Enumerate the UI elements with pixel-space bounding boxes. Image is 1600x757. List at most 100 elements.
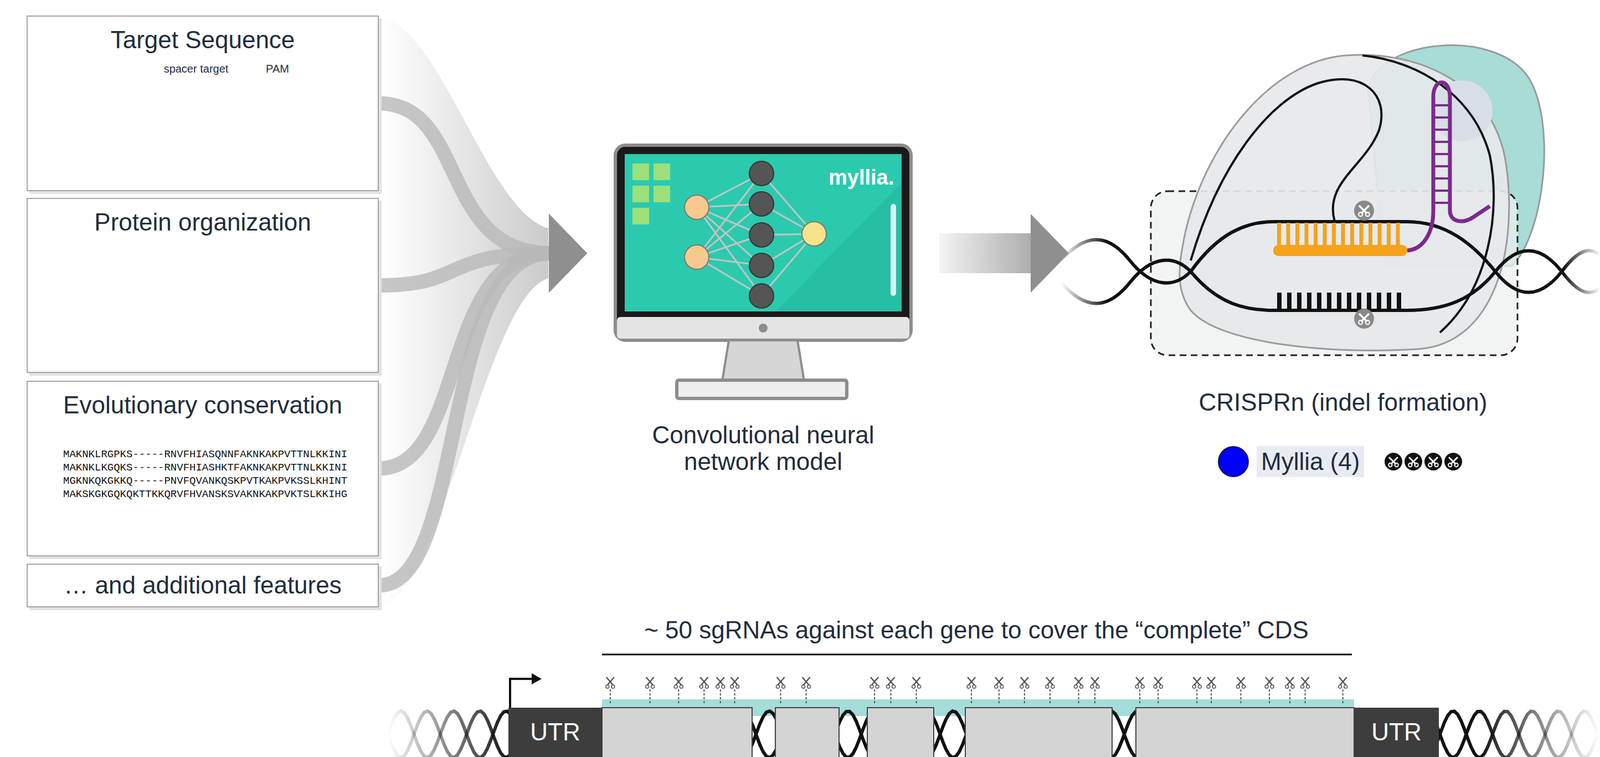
sgrna-mark bbox=[776, 676, 786, 704]
scissors-handle bbox=[1020, 684, 1024, 688]
strand-teeth bbox=[1277, 292, 1402, 312]
guide-base bbox=[1295, 222, 1300, 246]
hairpin-rung bbox=[1433, 177, 1450, 180]
scissors-handle bbox=[1408, 462, 1412, 467]
sgrna-mark bbox=[1236, 676, 1245, 704]
scissors-blade bbox=[675, 676, 683, 685]
strand-base bbox=[1346, 292, 1352, 312]
strand-base bbox=[1376, 292, 1382, 312]
scissors-blade bbox=[700, 676, 707, 685]
scissors-blade bbox=[870, 676, 878, 685]
scissors-handle bbox=[1206, 684, 1211, 688]
node-title: … and additional features bbox=[27, 571, 378, 599]
exon bbox=[775, 707, 840, 757]
exon bbox=[1135, 707, 1355, 757]
sgrna-mark bbox=[886, 676, 896, 704]
alignment-row: MAKNKLRGPKS-----RNVFHIASQNNFAKNKAKPVTTNL… bbox=[63, 447, 352, 461]
scissors-blade bbox=[1340, 676, 1347, 685]
scissors-handle bbox=[776, 684, 780, 688]
sgrna-mark bbox=[605, 676, 615, 704]
scissors-handle bbox=[1414, 462, 1418, 467]
node-title: Evolutionary conservation bbox=[27, 391, 378, 419]
scissors-handle bbox=[1448, 462, 1452, 467]
scissors-disc bbox=[1354, 308, 1375, 329]
scissors-handle bbox=[1365, 212, 1370, 216]
scissors-handle bbox=[1285, 684, 1289, 688]
scissors-handle bbox=[1074, 684, 1078, 688]
protein-body bbox=[1179, 54, 1510, 351]
hairpin-rung bbox=[1433, 140, 1450, 143]
scissors-handle bbox=[1270, 684, 1274, 688]
scissors-blade bbox=[888, 676, 895, 685]
scissors-blade bbox=[1091, 676, 1098, 685]
scissors-handle bbox=[892, 684, 896, 688]
sgrna-leader bbox=[1078, 688, 1080, 704]
tss-arrow-head bbox=[531, 672, 542, 684]
flow-arrow bbox=[378, 213, 588, 586]
sgrna-leader bbox=[780, 688, 782, 704]
guide-base bbox=[1286, 222, 1291, 246]
sgrna-marks bbox=[605, 676, 1348, 704]
utr-box: UTR bbox=[508, 707, 603, 757]
sgrna-mark bbox=[1135, 676, 1145, 704]
guide-base bbox=[1377, 222, 1382, 246]
scissors-icon bbox=[1424, 452, 1443, 471]
scissors-blade bbox=[802, 676, 810, 685]
scissors-handle bbox=[1264, 684, 1269, 688]
scissors-blade bbox=[887, 676, 894, 685]
scissors-blade bbox=[995, 676, 1002, 685]
hairpin-rung bbox=[1433, 152, 1450, 156]
scissors-handle bbox=[912, 684, 916, 688]
region-label: spacer target bbox=[157, 62, 235, 76]
sgrna-mark bbox=[1192, 676, 1202, 704]
scissors-handle bbox=[1000, 684, 1004, 688]
region-label: PAM bbox=[260, 62, 295, 76]
arrow-shaft bbox=[378, 103, 550, 254]
sgrna-leader bbox=[677, 688, 679, 704]
sgrna-mark bbox=[1264, 676, 1274, 704]
sgrna-mark bbox=[966, 676, 976, 704]
tss-arrow bbox=[510, 678, 533, 708]
scissors-disc bbox=[1424, 452, 1443, 471]
scissors-blade bbox=[1076, 676, 1083, 685]
guide-base bbox=[1341, 222, 1346, 246]
guide-base bbox=[1277, 222, 1281, 246]
strand-base bbox=[1277, 292, 1282, 312]
guide-backbone bbox=[1273, 244, 1408, 256]
scissors-blade bbox=[716, 676, 724, 685]
scissors-handle bbox=[1051, 684, 1055, 688]
alignment-row: MAKNKLKGQKS-----RNVFHIASHKTFAKNKAKPVTTNL… bbox=[63, 460, 352, 475]
dna-helix bbox=[1495, 250, 1600, 293]
scissors-icon bbox=[1354, 308, 1375, 329]
scissors-blade bbox=[1135, 676, 1143, 685]
scissors-handle bbox=[1358, 320, 1363, 324]
guide-base bbox=[1304, 222, 1309, 246]
screen-scrollbar bbox=[890, 203, 897, 296]
hairpin-rungs bbox=[1433, 105, 1450, 203]
target-strand bbox=[1190, 221, 1496, 272]
scissors-blade bbox=[912, 676, 920, 685]
sgrna-mark bbox=[730, 676, 740, 704]
arrow-shaft bbox=[378, 253, 550, 586]
monitor-dot bbox=[758, 323, 768, 333]
scissors-disc bbox=[1384, 452, 1403, 471]
utr-box: UTR bbox=[1354, 707, 1439, 757]
scissors-handle bbox=[679, 684, 683, 688]
scissors-blade bbox=[701, 676, 708, 685]
scissors-blade bbox=[1301, 676, 1309, 685]
scissors-handle bbox=[651, 684, 655, 688]
dna-helix bbox=[1495, 250, 1600, 292]
dna-helix bbox=[1061, 260, 1191, 304]
screen-square bbox=[632, 185, 650, 203]
arrow-head bbox=[548, 213, 588, 293]
scissors-handle bbox=[1025, 684, 1030, 688]
scissors-handle bbox=[782, 684, 786, 688]
alignment-row: MGKNKQKGKKQ-----PNVFQVANKQSKPVTKAKPVKSSL… bbox=[63, 474, 352, 488]
sgrna-mark bbox=[801, 676, 811, 704]
sgrna-leader bbox=[719, 688, 722, 704]
strand-base bbox=[1386, 292, 1392, 312]
scissors-handle bbox=[1300, 684, 1305, 688]
scissors-handle bbox=[1434, 462, 1438, 467]
sgrna-leader bbox=[998, 688, 1000, 704]
scissors-icon bbox=[1444, 452, 1463, 471]
